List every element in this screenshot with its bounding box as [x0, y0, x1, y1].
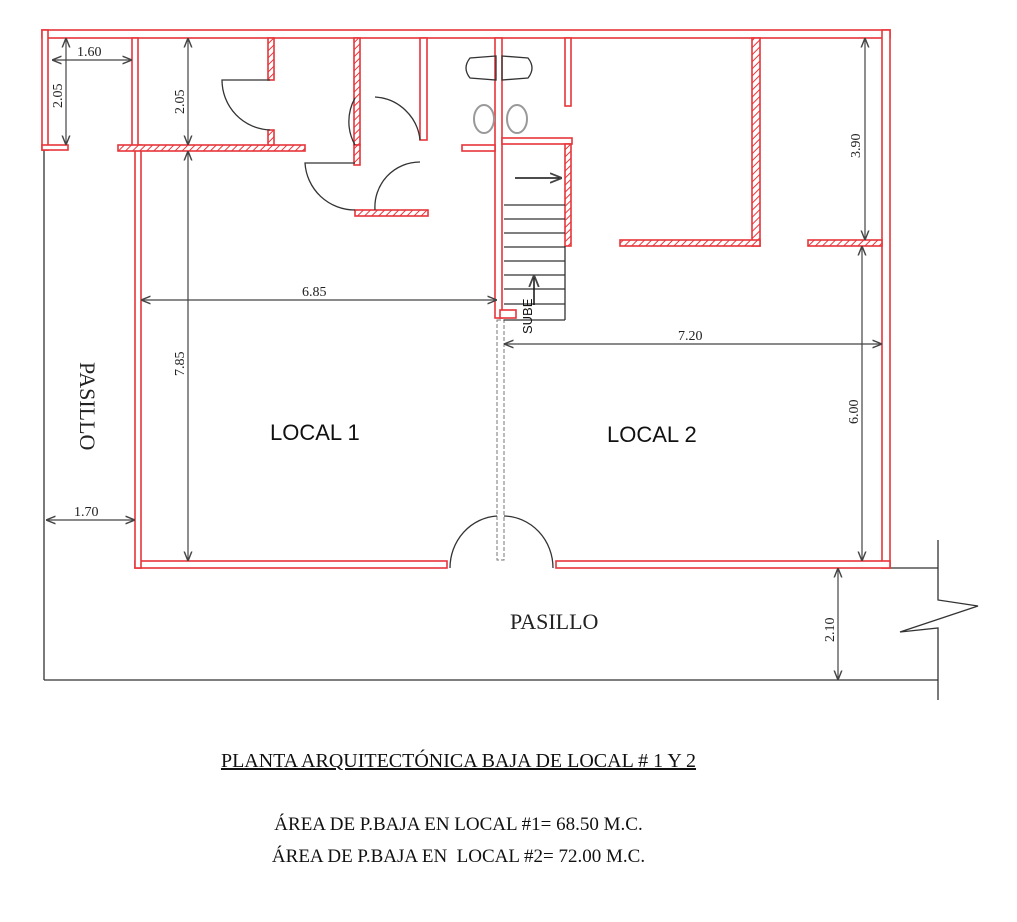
dim-local2-lower-height: 6.00: [847, 400, 862, 425]
plan-title: PLANTA ARQUITECTÓNICA BAJA DE LOCAL # 1 …: [220, 750, 697, 772]
corridor-outline: [43, 150, 979, 700]
staircase: [504, 178, 566, 321]
dim-local1-height: 7.85: [173, 352, 188, 377]
room-label-bottom-corridor: PASILLO: [510, 609, 598, 634]
dim-local1-width: 6.85: [302, 285, 327, 300]
dim-small-room-height: 2.05: [51, 84, 66, 109]
area-local-2: ÁREA DE P.BAJA EN LOCAL #2= 72.00 M.C.: [271, 846, 646, 867]
area-local-1: ÁREA DE P.BAJA EN LOCAL #1= 68.50 M.C.: [274, 814, 643, 835]
room-label-side-corridor: PASILLO: [75, 362, 100, 450]
room-label-local-2: LOCAL 2: [607, 422, 697, 447]
dim-small-room-width: 1.60: [77, 45, 102, 60]
dim-local2-upper-height: 3.90: [849, 134, 864, 159]
doors: [221, 79, 554, 569]
room-label-local-1: LOCAL 1: [270, 420, 360, 445]
dimension-lines: [46, 38, 882, 680]
dim-bottom-corridor-width: 2.10: [823, 618, 838, 643]
walls: [41, 29, 891, 569]
dim-service-height: 2.05: [173, 90, 188, 115]
toilet-icons: [465, 55, 533, 134]
dim-side-corridor-width: 1.70: [74, 505, 99, 520]
dim-local2-width: 7.20: [678, 329, 703, 344]
stair-label: SUBE: [520, 298, 535, 334]
